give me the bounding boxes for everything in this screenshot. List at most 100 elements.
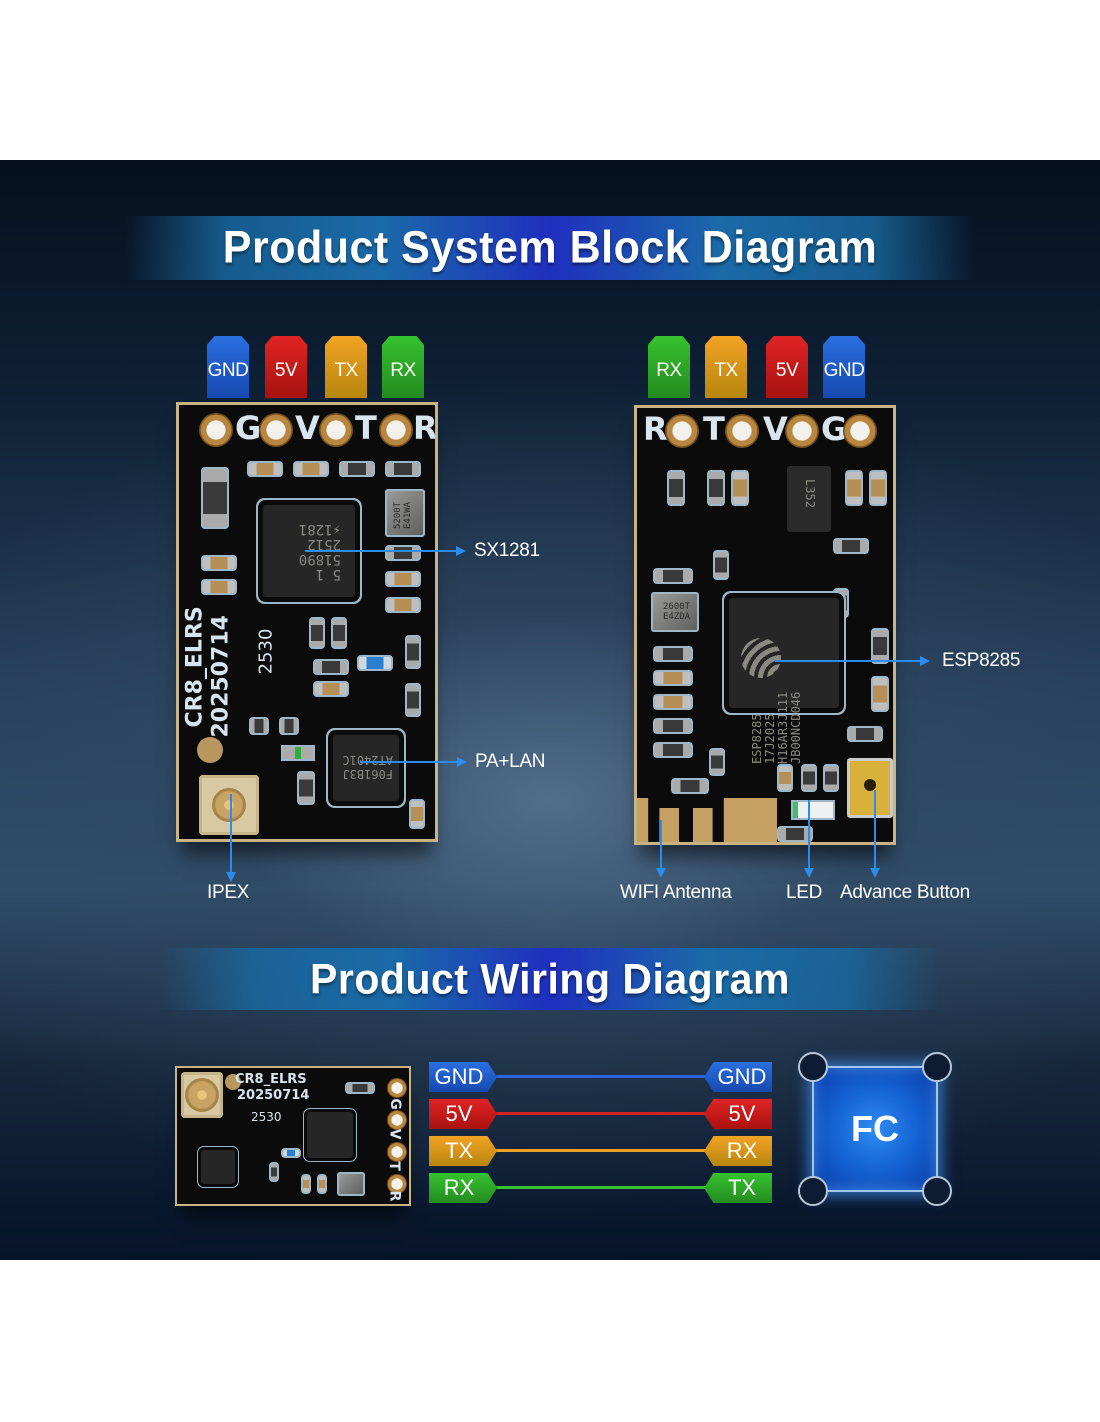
resistor xyxy=(405,683,421,717)
blue-component xyxy=(357,655,393,671)
resistor xyxy=(707,470,725,506)
wire-tag-tx-right: TX xyxy=(704,1173,772,1203)
resistor xyxy=(249,717,269,735)
resistor xyxy=(297,771,315,805)
capacitor xyxy=(653,670,693,686)
capacitor xyxy=(653,694,693,710)
inductor xyxy=(201,467,229,529)
wire-tag-gnd-right: GND xyxy=(704,1062,772,1092)
silk-g: G xyxy=(386,1098,403,1110)
resistor xyxy=(279,717,299,735)
blue-component xyxy=(269,1162,279,1182)
pad-tx xyxy=(725,414,759,448)
resistor xyxy=(833,538,869,554)
resistor xyxy=(777,826,813,842)
resistor xyxy=(309,617,325,649)
resistor xyxy=(653,718,693,734)
silk-r: R xyxy=(413,409,438,447)
pin-tag-gnd: GND xyxy=(823,336,865,398)
wire-tag-5v-left: 5V xyxy=(429,1099,497,1129)
silk-board-date: 20250714 xyxy=(237,1088,310,1103)
crystal: 2600T E4ZDA xyxy=(651,592,699,632)
pad-rx xyxy=(387,1174,407,1194)
pa-lna-chip xyxy=(201,1150,235,1184)
silk-board-name: CR8_ELRS xyxy=(182,606,208,728)
receiver-board-back: R T V G L352 2600T E4ZDA ESP8285 17 xyxy=(634,405,896,845)
resistor xyxy=(653,568,693,584)
wire-gnd xyxy=(494,1075,708,1078)
capacitor xyxy=(385,571,421,587)
label-sx1281: SX1281 xyxy=(474,540,540,561)
wiring-diagram-banner: Product Wiring Diagram xyxy=(160,948,940,1010)
resistor xyxy=(385,545,421,561)
fc-label: FC xyxy=(851,1108,899,1149)
capacitor xyxy=(777,764,793,792)
capacitor xyxy=(293,461,329,477)
capacitor xyxy=(201,555,237,571)
label-esp8285: ESP8285 xyxy=(942,650,1021,671)
pin-tag-rx: RX xyxy=(382,336,424,398)
wiring-diagram-title: Product Wiring Diagram xyxy=(310,954,790,1003)
resistor xyxy=(871,628,889,664)
capacitor xyxy=(845,470,863,506)
capacitor xyxy=(385,597,421,613)
wire-tx-rx xyxy=(494,1149,708,1152)
label-wifi-antenna: WIFI Antenna xyxy=(620,882,732,903)
pad-rx xyxy=(665,414,699,448)
green-led xyxy=(281,745,315,761)
label-ipex: IPEX xyxy=(207,882,250,903)
silk-board-code: 2530 xyxy=(255,628,277,675)
capacitor xyxy=(731,470,749,506)
gold-test-pad xyxy=(197,737,223,763)
silk-board-date: 20250714 xyxy=(208,615,234,738)
silk-v: V xyxy=(295,409,320,447)
pad-5v xyxy=(785,414,819,448)
flight-controller-box: FC xyxy=(812,1066,938,1192)
sx1281-chip xyxy=(307,1112,353,1158)
resistor xyxy=(847,726,883,742)
silk-board-name: CR8_ELRS xyxy=(235,1072,307,1087)
pad-gnd xyxy=(387,1078,407,1098)
pad-tx xyxy=(319,413,353,447)
wire-tag-rx-left: RX xyxy=(429,1173,497,1203)
silk-r: R xyxy=(643,410,668,448)
pin-tag-rx: RX xyxy=(648,336,690,398)
capacitor xyxy=(317,1174,327,1194)
esp8285-chip: ESP8285 17J2025 H16AR3J111 JB00NCD046 xyxy=(719,588,849,764)
pad-5v xyxy=(387,1110,407,1130)
resistor xyxy=(313,659,349,675)
fc-corner-node xyxy=(922,1176,952,1206)
pad-tx xyxy=(387,1142,407,1162)
label-advance-button: Advance Button xyxy=(840,882,970,903)
blue-component xyxy=(281,1148,301,1158)
wiring-receiver-board: CR8_ELRS 20250714 2530 G V T R xyxy=(175,1066,411,1206)
pad-5v xyxy=(259,413,293,447)
resistor xyxy=(653,646,693,662)
silk-board-code: 2530 xyxy=(251,1110,282,1124)
capacitor xyxy=(201,579,237,595)
resistor xyxy=(671,778,709,794)
fc-corner-node xyxy=(798,1052,828,1082)
pin-tag-tx: TX xyxy=(705,336,747,398)
silk-t: T xyxy=(703,410,725,448)
wire-tag-rx-right: RX xyxy=(704,1136,772,1166)
wire-tag-gnd-left: GND xyxy=(429,1062,497,1092)
silk-v: V xyxy=(763,410,788,448)
resistor xyxy=(385,461,421,477)
wire-rx-tx xyxy=(494,1186,708,1189)
resistor xyxy=(713,550,729,580)
pin-tag-5v: 5V xyxy=(766,336,808,398)
resistor xyxy=(823,764,839,792)
receiver-board-front: G V T R 5200T E41WA 5 1 51890 2512 ⚡1281… xyxy=(176,402,438,842)
capacitor xyxy=(247,461,283,477)
pad-rx xyxy=(379,413,413,447)
pad-gnd xyxy=(843,414,877,448)
advance-button[interactable] xyxy=(847,758,893,818)
silk-r: R xyxy=(386,1190,403,1202)
pin-tag-5v: 5V xyxy=(265,336,307,398)
silk-g: G xyxy=(235,409,262,447)
capacitor xyxy=(313,681,349,697)
diagram-panel: Product System Block Diagram GND 5V TX R… xyxy=(0,160,1100,1260)
wire-tag-tx-left: TX xyxy=(429,1136,497,1166)
resistor xyxy=(709,748,725,776)
